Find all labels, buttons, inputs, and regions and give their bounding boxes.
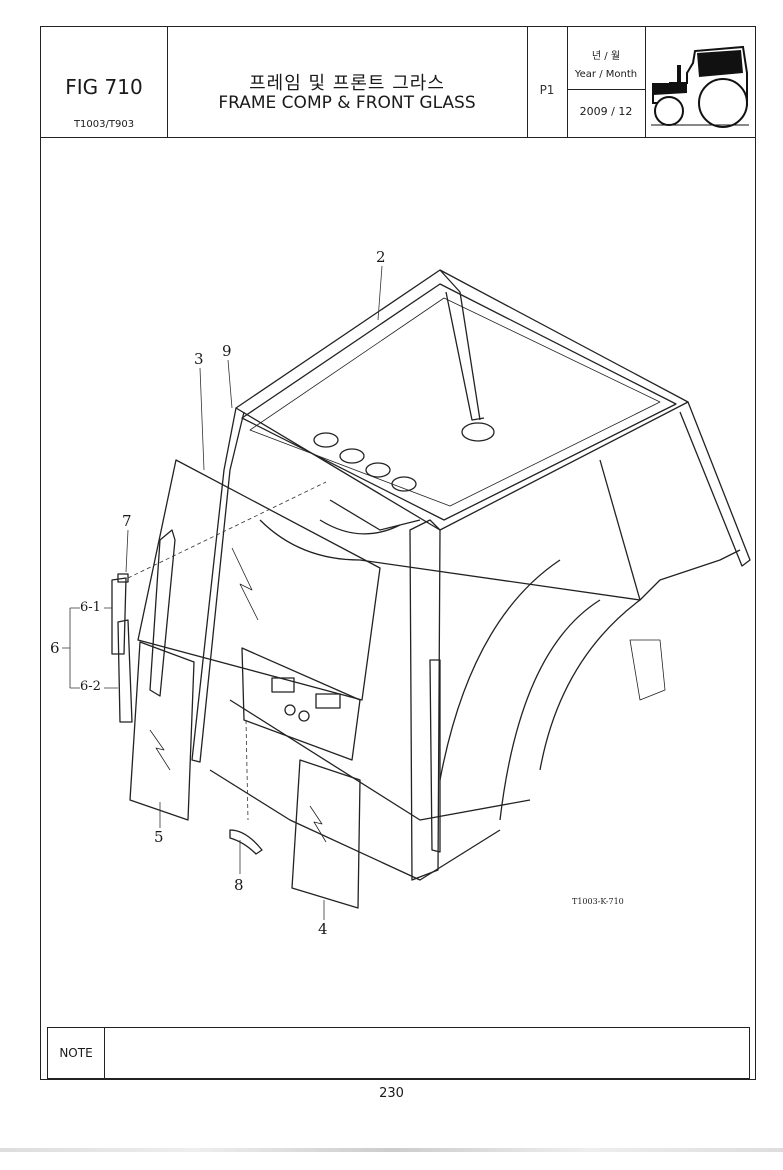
divider — [645, 27, 646, 137]
divider — [527, 27, 528, 137]
callout-2: 2 — [376, 248, 386, 266]
callout-7: 7 — [122, 512, 132, 530]
year-month-label-korean: 년 / 월 — [591, 51, 621, 62]
divider — [167, 27, 168, 137]
page-number: 230 — [379, 1086, 404, 1101]
year-month-label: Year / Month — [574, 69, 638, 80]
note-label: NOTE — [48, 1028, 105, 1078]
note-box: NOTE — [47, 1027, 750, 1079]
title-english: FRAME COMP & FRONT GLASS — [218, 93, 476, 113]
divider — [567, 27, 568, 137]
scan-artifact — [0, 1148, 783, 1152]
figure-number: FIG 710 — [65, 75, 143, 99]
part-index: P1 — [539, 83, 555, 97]
tractor-icon — [651, 45, 749, 128]
parts-sheet: FIG 710 T1003/T903 프레임 및 프론트 그라스 FRAME C… — [40, 26, 756, 1080]
header-table: FIG 710 T1003/T903 프레임 및 프론트 그라스 FRAME C… — [41, 27, 755, 138]
callout-6-1: 6-1 — [80, 600, 101, 615]
year-month-value: 2009 / 12 — [579, 105, 633, 118]
callout-3: 3 — [194, 350, 204, 368]
callout-5: 5 — [154, 828, 164, 846]
callout-4: 4 — [318, 920, 328, 938]
callout-6: 6 — [50, 639, 60, 657]
title-korean: 프레임 및 프론트 그라스 — [249, 73, 445, 94]
callout-6-2: 6-2 — [80, 679, 101, 694]
callout-9: 9 — [222, 342, 232, 360]
divider — [567, 89, 645, 90]
drawing-code: T1003-K-710 — [572, 897, 624, 906]
model-codes: T1003/T903 — [73, 119, 135, 130]
callout-8: 8 — [234, 876, 244, 894]
